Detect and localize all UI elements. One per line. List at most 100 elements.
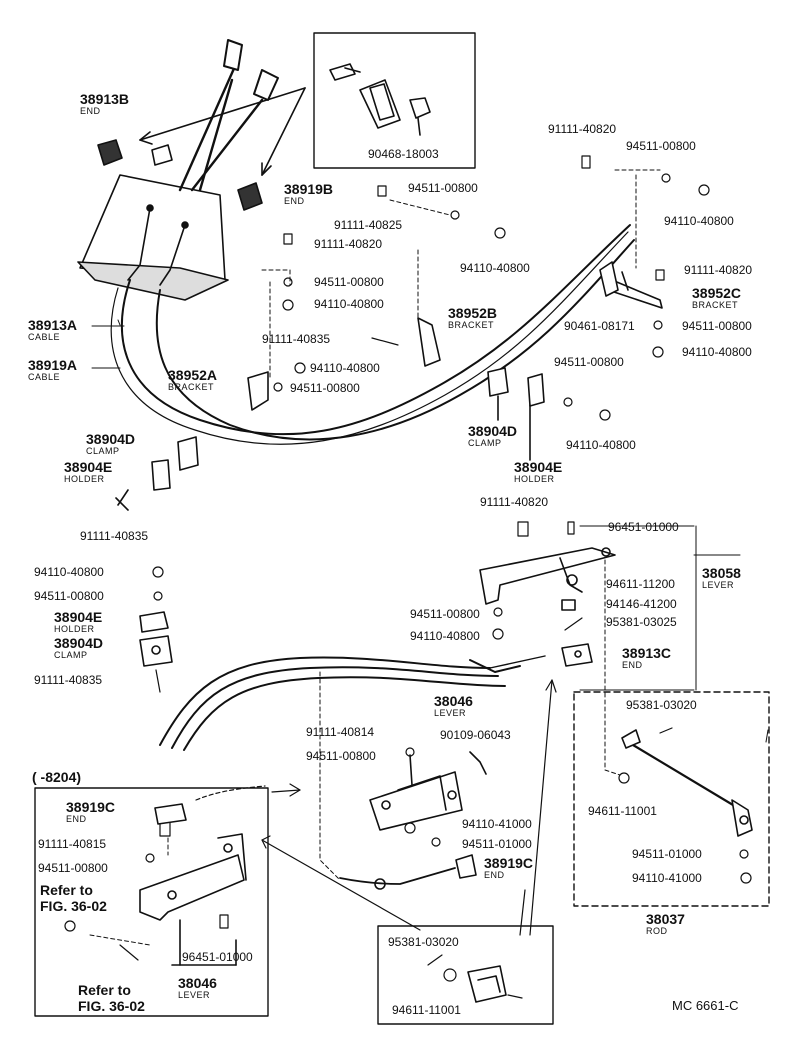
holder-38904e-top-icon: [152, 460, 170, 490]
label-91111-40820-c: 91111-40820: [684, 263, 753, 277]
holder-38904e-mid-icon: [528, 374, 544, 406]
leader-lines: [92, 170, 740, 690]
inset-left-parts: [140, 804, 246, 965]
label-94511-00800-h: 94511-00800: [34, 589, 104, 603]
label-95381-03020-b: 95381-03020: [388, 935, 459, 949]
label-94110-40800-b: 94110-40800: [460, 261, 530, 275]
rod-38037: [622, 730, 752, 836]
label-94511-00800-j: 94511-00800: [38, 861, 108, 875]
label-94110-40800-e: 94110-40800: [682, 345, 752, 359]
inset-box-left: [35, 788, 268, 1016]
inset-left-cables: [196, 786, 265, 800]
rod-38037-box: [574, 692, 769, 906]
label-94511-01000-a: 94511-01000: [462, 837, 532, 851]
clamp-38904d-mid-icon: [488, 368, 508, 396]
label-94511-00800-i: 94511-00800: [306, 749, 376, 763]
label-94146-41200: 94146-41200: [606, 597, 677, 611]
inset-box-top: [314, 33, 475, 168]
lever-38046: [370, 752, 486, 830]
label-96451-01000-b: 96451-01000: [182, 950, 253, 964]
label-91111-40814: 91111-40814: [306, 725, 375, 739]
lever-38058: [480, 548, 615, 630]
label-90109-06043: 90109-06043: [440, 728, 511, 742]
label-90468-18003: 90468-18003: [368, 147, 439, 161]
bolt-91111-40835-icon: [116, 490, 128, 510]
clip-90461-icon: [600, 262, 618, 296]
label-94511-00800-b: 94511-00800: [408, 181, 478, 195]
date-range: ( -8204): [32, 769, 82, 785]
label-94511-00800-e: 94511-00800: [682, 319, 752, 333]
label-91111-40815: 91111-40815: [38, 837, 107, 851]
end-38913b-icon: [98, 140, 122, 165]
label-94611-11200: 94611-11200: [606, 577, 675, 591]
end-38919c-icon: [456, 855, 476, 878]
lower-cable-end: [340, 868, 455, 884]
label-94110-40800-a: 94110-40800: [664, 214, 734, 228]
holder-38904e-left-icon: [140, 612, 168, 632]
label-91111-40820-a: 91111-40820: [548, 122, 617, 136]
arrows-to-inset: [262, 680, 556, 935]
label-94511-00800-c: 94511-00800: [314, 275, 384, 289]
dashed-connectors: [90, 560, 620, 945]
clamp-38904d-top-icon: [178, 437, 198, 470]
label-91111-40835-c: 91111-40835: [34, 673, 103, 687]
label-94110-41000-a: 94110-41000: [462, 817, 532, 831]
inset-top-parts: [330, 64, 430, 135]
arrow-to-38913b: [140, 88, 305, 175]
diagram-code: MC 6661-C: [672, 998, 739, 1013]
label-94511-00800-d: 94511-00800: [290, 381, 360, 395]
end-38919b-icon: [238, 183, 262, 210]
label-94511-00800-a: 94511-00800: [626, 139, 696, 153]
inset-box-bottom: [378, 926, 553, 1024]
cable-38919a: [111, 232, 628, 444]
label-91111-40835-b: 91111-40835: [80, 529, 149, 543]
end-38913c-icon: [562, 644, 592, 666]
cable-38913a: [122, 225, 634, 439]
label-91111-40820-d: 91111-40820: [480, 495, 549, 509]
label-91111-40835-a: 91111-40835: [262, 332, 331, 346]
bracket-38952b-icon: [418, 318, 440, 366]
bracket-38952a-icon: [248, 372, 268, 410]
label-95381-03020-a: 95381-03020: [626, 698, 697, 712]
label-94110-40800-g: 94110-40800: [410, 629, 480, 643]
label-94110-40800-d: 94110-40800: [310, 361, 380, 375]
label-96451-01000-a: 96451-01000: [608, 520, 679, 534]
label-91111-40825: 91111-40825: [334, 218, 403, 232]
label-94511-01000-b: 94511-01000: [632, 847, 702, 861]
label-94611-11001-a: 94611-11001: [588, 804, 657, 818]
lower-cables: [160, 656, 545, 750]
clamp-38904d-left-icon: [140, 636, 172, 666]
label-94110-40800-c: 94110-40800: [314, 297, 384, 311]
label-94611-11001-b: 94611-11001: [392, 1003, 461, 1017]
label-91111-40820-b: 91111-40820: [314, 237, 383, 251]
label-90461-08171: 90461-08171: [564, 319, 635, 333]
label-95381-03025: 95381-03025: [606, 615, 677, 629]
label-94110-40800-f: 94110-40800: [566, 438, 636, 452]
label-94511-00800-g: 94511-00800: [410, 607, 480, 621]
shift-lever-assembly: [78, 40, 278, 300]
label-94110-40800-h: 94110-40800: [34, 565, 104, 579]
label-94511-00800-f: 94511-00800: [554, 355, 624, 369]
